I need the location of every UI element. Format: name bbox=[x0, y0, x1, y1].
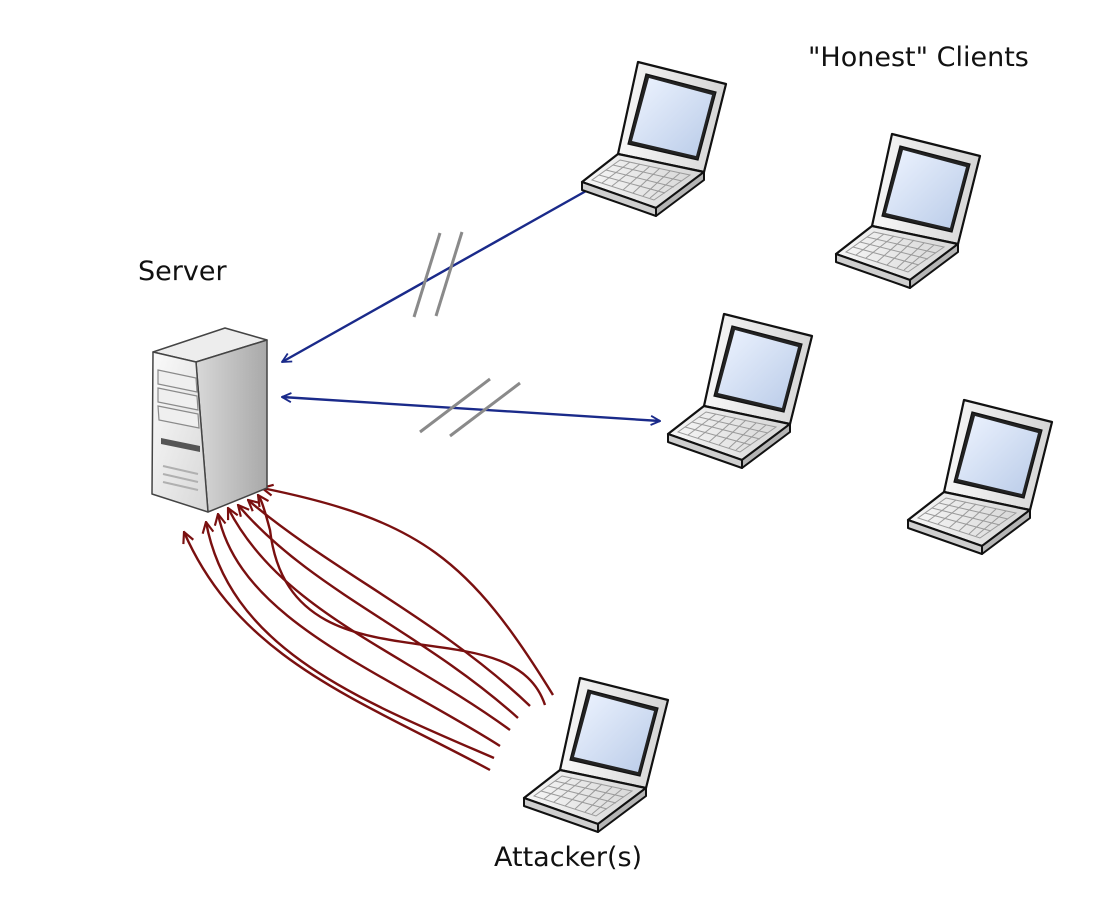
honest-clients-label: "Honest" Clients bbox=[808, 42, 1029, 73]
honest-client-laptop-icon bbox=[834, 132, 982, 290]
attack-flow-5 bbox=[238, 505, 519, 719]
attack-flow-4 bbox=[228, 508, 511, 731]
attack-flow-6 bbox=[248, 500, 531, 707]
attack-flow-7 bbox=[258, 495, 547, 706]
honest-link-1 bbox=[282, 180, 602, 364]
attack-flows bbox=[184, 488, 555, 772]
attackers-label: Attacker(s) bbox=[494, 842, 643, 873]
attack-flow-8 bbox=[262, 488, 555, 696]
attack-flow-1 bbox=[184, 532, 491, 772]
crossed-marker-link-1 bbox=[412, 231, 464, 318]
attack-flow-2 bbox=[206, 522, 495, 760]
server-tower-icon bbox=[151, 327, 268, 513]
honest-client-laptop-icon bbox=[580, 60, 728, 218]
attacker-laptop-icon bbox=[522, 676, 670, 834]
honest-client-laptop-icon bbox=[906, 398, 1054, 556]
attack-flow-3 bbox=[218, 514, 501, 748]
server-label: Server bbox=[138, 256, 227, 287]
honest-client-laptop-icon bbox=[666, 312, 814, 470]
honest-link-2 bbox=[282, 397, 660, 421]
crossed-marker-link-2 bbox=[419, 377, 521, 438]
honest-links bbox=[282, 180, 660, 421]
